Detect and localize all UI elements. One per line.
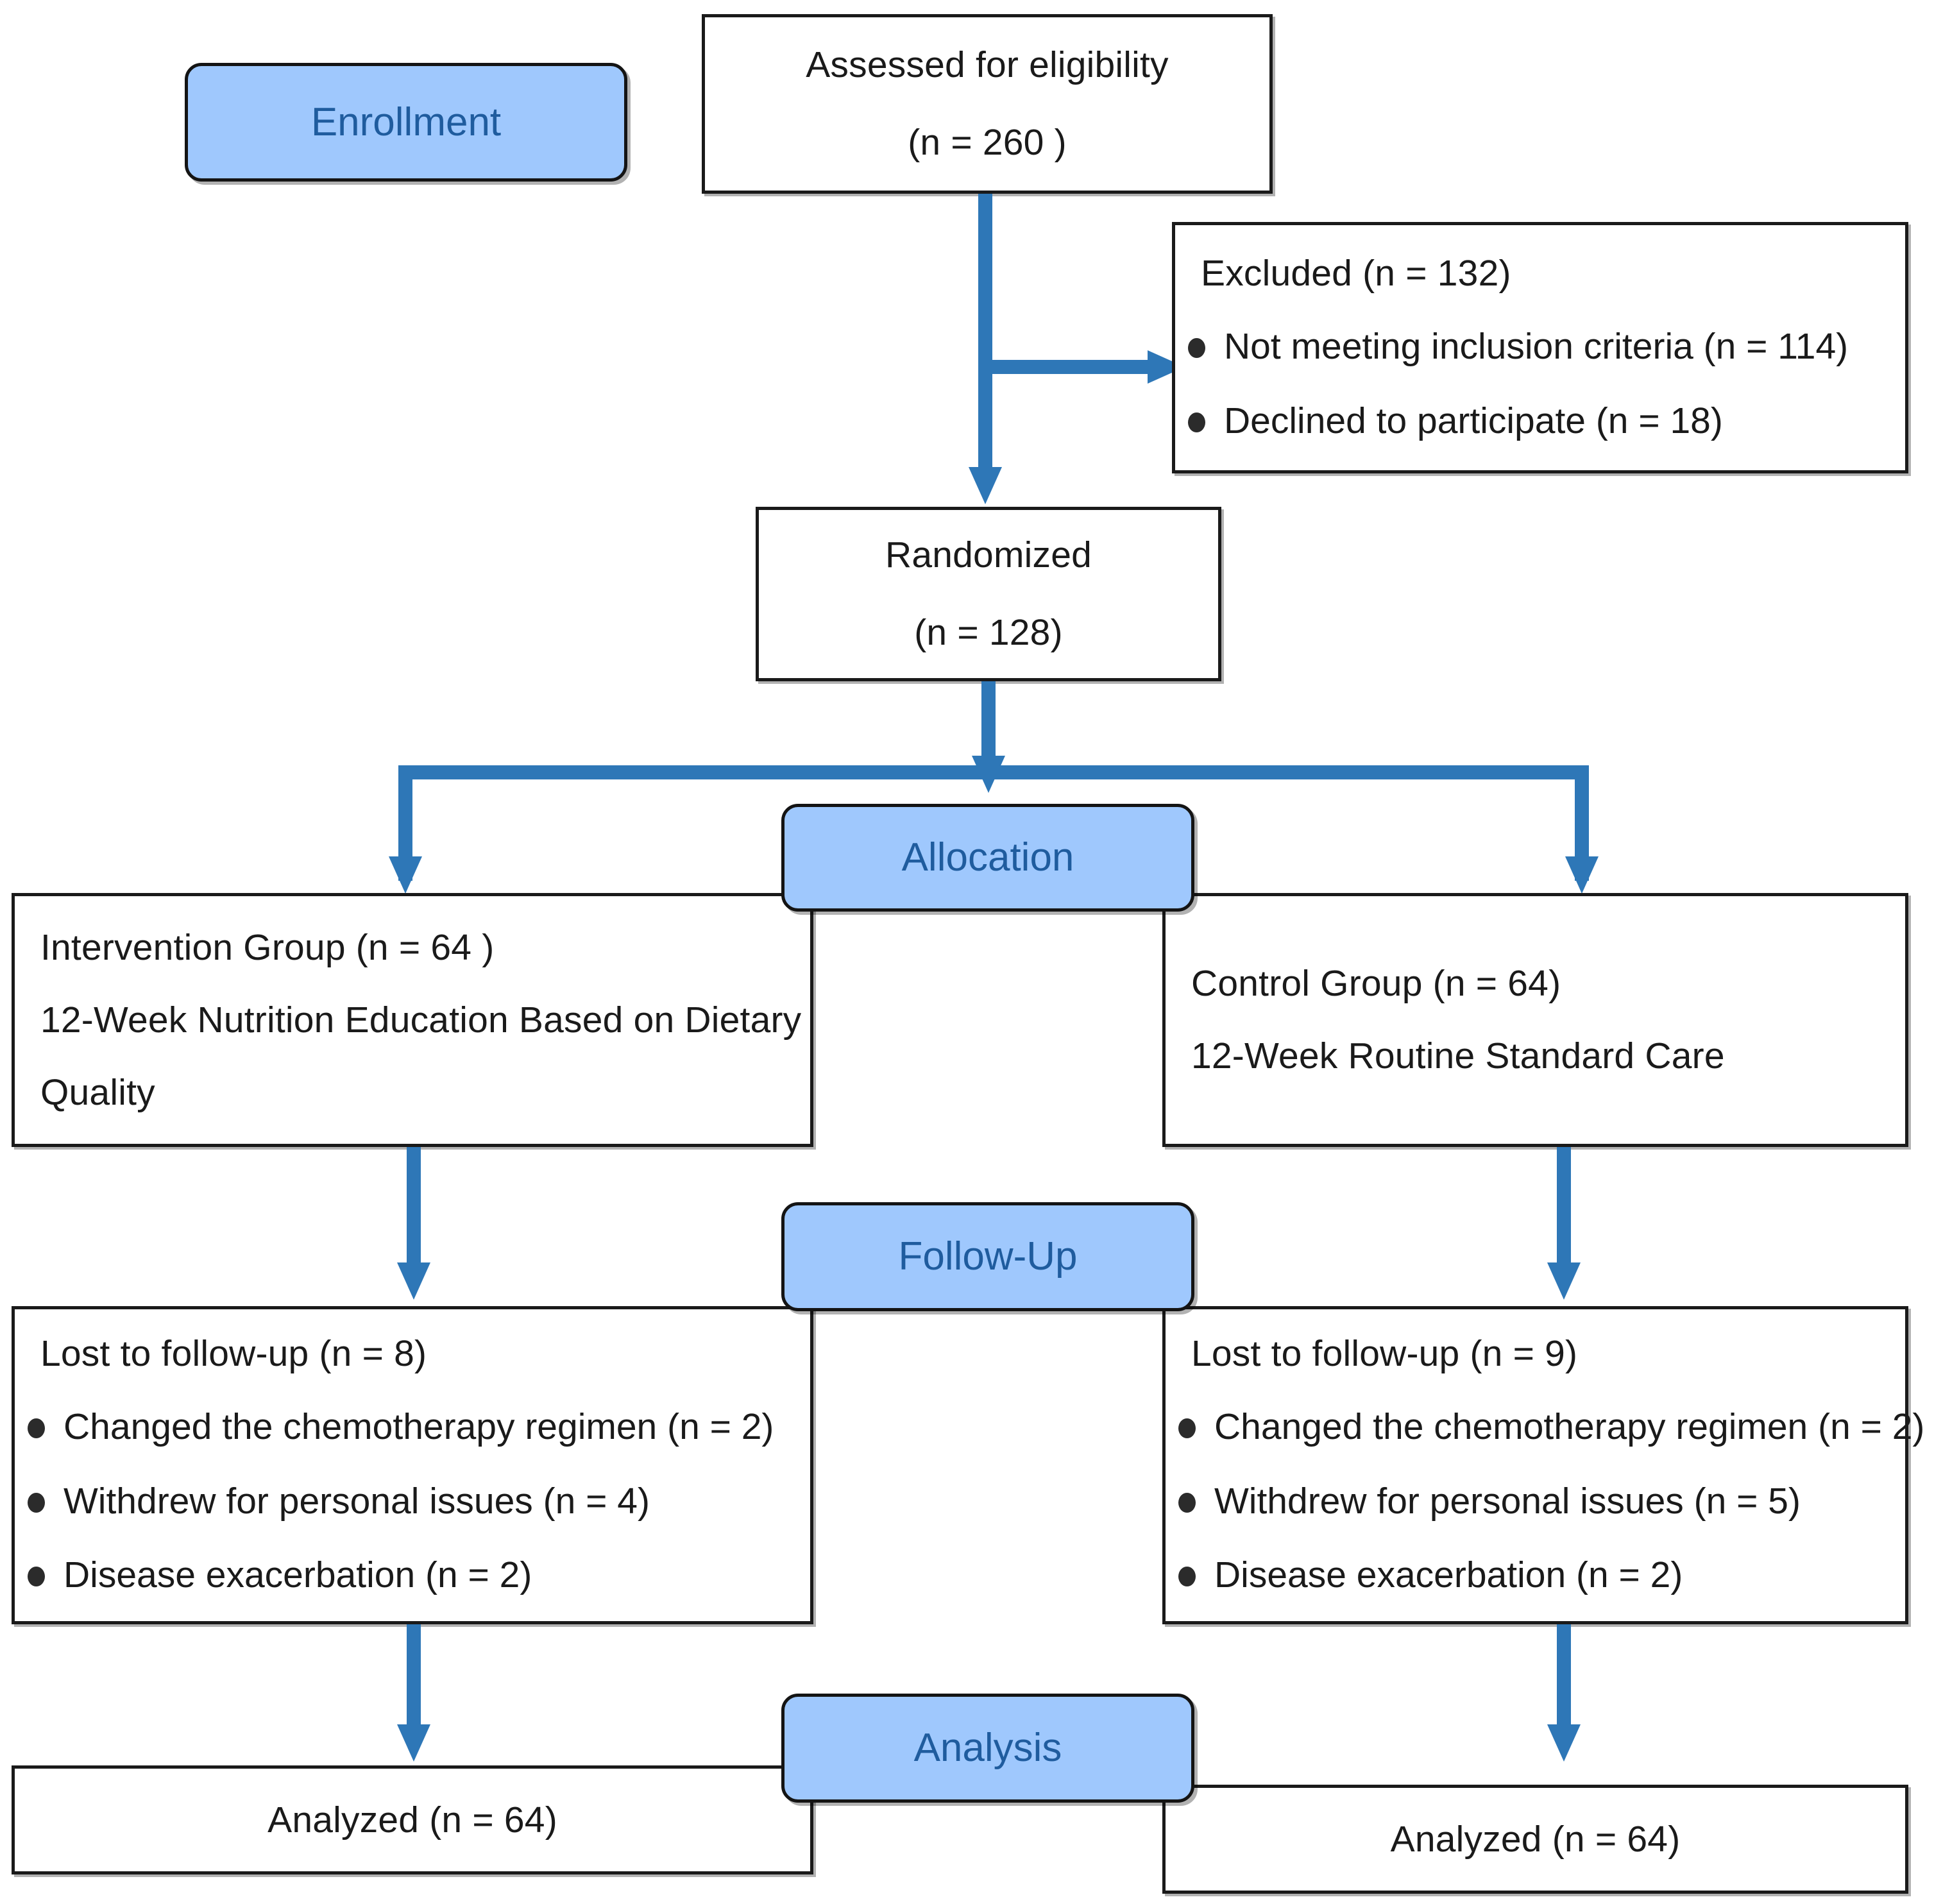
- connector-split-left: [398, 765, 412, 881]
- followup-intervention-reason-1: Changed the chemotherapy regimen (n = 2): [64, 1406, 774, 1447]
- box-analyzed-control: Analyzed (n = 64): [1162, 1785, 1908, 1894]
- connector-split-right: [1575, 765, 1589, 881]
- stage-label-analysis: Analysis: [781, 1694, 1194, 1803]
- bullet-icon: [28, 1567, 45, 1587]
- box-control-group: Control Group (n = 64) 12-Week Routine S…: [1162, 893, 1908, 1147]
- followup-intervention-heading: Lost to follow-up (n = 8): [40, 1332, 427, 1374]
- box-analyzed-intervention: Analyzed (n = 64): [12, 1765, 813, 1874]
- box-excluded: Excluded (n = 132) Not meeting inclusion…: [1172, 222, 1908, 473]
- intervention-group-line-1: Intervention Group (n = 64 ): [40, 926, 495, 968]
- followup-control-reason-list: Changed the chemotherapy regimen (n = 2)…: [1166, 1372, 1924, 1595]
- excluded-reason-list: Not meeting inclusion criteria (n = 114)…: [1175, 292, 1905, 441]
- stage-label-enrollment: Enrollment: [185, 63, 627, 182]
- connector-assessed-to-randomized: [978, 194, 992, 470]
- followup-intervention-reason-2: Withdrew for personal issues (n = 4): [64, 1480, 650, 1522]
- followup-control-reason-1: Changed the chemotherapy regimen (n = 2): [1214, 1406, 1925, 1447]
- connector-followup-control-to-analysis: [1557, 1624, 1571, 1727]
- list-item: Changed the chemotherapy regimen (n = 2): [15, 1406, 810, 1447]
- box-followup-intervention: Lost to follow-up (n = 8) Changed the ch…: [12, 1306, 813, 1624]
- allocation-split-bar: [398, 765, 1589, 779]
- connector-to-excluded: [992, 360, 1149, 374]
- list-item: Changed the chemotherapy regimen (n = 2): [1166, 1407, 1924, 1447]
- excluded-heading: Excluded (n = 132): [1201, 252, 1511, 294]
- randomized-line-1: Randomized: [885, 534, 1092, 575]
- followup-intervention-reason-list: Changed the chemotherapy regimen (n = 2)…: [15, 1372, 810, 1595]
- randomized-count: (n = 128): [914, 612, 1063, 653]
- bullet-icon: [1188, 412, 1205, 432]
- excluded-reason-2: Declined to participate (n = 18): [1224, 400, 1723, 441]
- arrowhead-intervention-to-followup: [397, 1262, 430, 1300]
- stage-label-allocation: Allocation: [781, 804, 1194, 912]
- intervention-group-line-3: Quality: [40, 1071, 155, 1113]
- connector-randomized-down: [981, 681, 996, 758]
- list-item: Disease exacerbation (n = 2): [15, 1556, 810, 1595]
- bullet-icon: [1178, 1567, 1196, 1587]
- followup-intervention-reason-3: Disease exacerbation (n = 2): [64, 1554, 532, 1596]
- box-randomized: Randomized (n = 128): [756, 507, 1221, 681]
- box-intervention-group: Intervention Group (n = 64 ) 12-Week Nut…: [12, 893, 813, 1147]
- box-followup-control: Lost to follow-up (n = 9) Changed the ch…: [1162, 1306, 1924, 1624]
- bullet-icon: [1178, 1492, 1196, 1513]
- arrowhead-control-to-followup: [1547, 1262, 1581, 1300]
- arrowhead-split-left: [389, 856, 422, 894]
- stage-label-analysis-text: Analysis: [913, 1726, 1062, 1770]
- followup-control-reason-2: Withdrew for personal issues (n = 5): [1214, 1480, 1801, 1522]
- box-assessed-for-eligibility: Assessed for eligibility (n = 260 ): [702, 14, 1273, 194]
- analyzed-control-text: Analyzed (n = 64): [1390, 1818, 1681, 1860]
- list-item: Withdrew for personal issues (n = 5): [1166, 1480, 1905, 1522]
- list-item: Not meeting inclusion criteria (n = 114): [1175, 325, 1905, 367]
- list-item: Disease exacerbation (n = 2): [1166, 1556, 1905, 1595]
- bullet-icon: [28, 1492, 45, 1513]
- list-item: Declined to participate (n = 18): [1175, 402, 1905, 441]
- control-group-line-1: Control Group (n = 64): [1191, 963, 1561, 1004]
- assessed-line-1: Assessed for eligibility: [806, 44, 1169, 85]
- excluded-reason-1: Not meeting inclusion criteria (n = 114): [1224, 325, 1849, 367]
- followup-control-reason-3: Disease exacerbation (n = 2): [1214, 1554, 1683, 1596]
- followup-control-heading: Lost to follow-up (n = 9): [1191, 1332, 1578, 1374]
- connector-control-to-followup: [1557, 1147, 1571, 1266]
- arrowhead-split-right: [1565, 856, 1599, 894]
- bullet-icon: [1188, 337, 1205, 358]
- bullet-icon: [1178, 1418, 1196, 1438]
- intervention-group-line-2: 12-Week Nutrition Education Based on Die…: [40, 999, 802, 1041]
- list-item: Withdrew for personal issues (n = 4): [15, 1480, 810, 1522]
- stage-label-allocation-text: Allocation: [901, 835, 1074, 880]
- arrowhead-followup-intervention-to-analysis: [397, 1724, 430, 1762]
- stage-label-enrollment-text: Enrollment: [310, 99, 502, 144]
- assessed-count: (n = 260 ): [908, 122, 1067, 163]
- arrowhead-followup-control-to-analysis: [1547, 1724, 1581, 1762]
- stage-label-follow-up-text: Follow-Up: [898, 1234, 1078, 1279]
- stage-label-follow-up: Follow-Up: [781, 1202, 1194, 1311]
- arrowhead-assessed-to-randomized: [969, 467, 1002, 504]
- connector-intervention-to-followup: [407, 1147, 421, 1266]
- analyzed-intervention-text: Analyzed (n = 64): [267, 1799, 557, 1840]
- control-group-line-2: 12-Week Routine Standard Care: [1191, 1035, 1725, 1076]
- bullet-icon: [28, 1418, 45, 1438]
- connector-followup-intervention-to-analysis: [407, 1624, 421, 1727]
